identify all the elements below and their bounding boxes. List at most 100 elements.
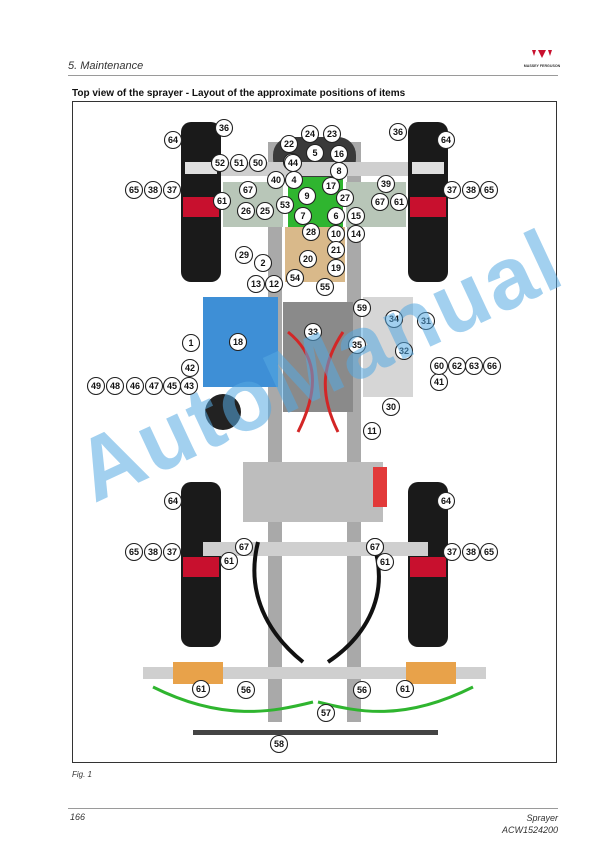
callout-label: 46 <box>130 381 140 391</box>
callout-label: 51 <box>234 158 244 168</box>
callout-label: 65 <box>484 185 494 195</box>
boom-frame <box>143 667 486 679</box>
callout-circle <box>395 679 415 699</box>
callout-label: 64 <box>441 496 451 506</box>
callout-label: 4 <box>291 175 296 185</box>
header-divider <box>68 75 558 76</box>
figure-caption: Fig. 1 <box>72 770 93 779</box>
callout-45: 45 <box>162 376 182 396</box>
callout-circle <box>362 421 382 441</box>
callout-label: 67 <box>243 185 253 195</box>
callout-circle <box>293 206 313 226</box>
callout-37: 37 <box>162 180 182 200</box>
callout-label: 15 <box>351 211 361 221</box>
callout-66: 66 <box>482 356 502 376</box>
callout-65: 65 <box>479 180 499 200</box>
callout-12: 12 <box>264 274 284 294</box>
callout-67: 67 <box>365 537 385 557</box>
callout-circle <box>246 274 266 294</box>
callout-63: 63 <box>464 356 484 376</box>
callout-61: 61 <box>395 679 415 699</box>
callout-17: 17 <box>321 176 341 196</box>
callout-59: 59 <box>352 298 372 318</box>
boom-left-bracket <box>173 662 223 684</box>
callout-label: 61 <box>224 556 234 566</box>
product-name: Sprayer <box>526 813 558 823</box>
callout-label: 17 <box>326 181 336 191</box>
page-number: 166 <box>70 812 86 822</box>
callout-label: 34 <box>389 314 399 324</box>
callout-64: 64 <box>163 130 183 150</box>
callout-label: 57 <box>321 708 331 718</box>
rear-frame <box>243 462 383 522</box>
callout-1: 1 <box>181 333 201 353</box>
callout-circle <box>326 206 346 226</box>
callout-circle <box>352 298 372 318</box>
callout-label: 38 <box>148 185 158 195</box>
callout-58: 58 <box>269 734 289 754</box>
callout-circle <box>442 542 462 562</box>
callout-circle <box>219 551 239 571</box>
callout-label: 8 <box>336 166 341 176</box>
callout-circle <box>143 542 163 562</box>
callout-circle <box>269 734 289 754</box>
red-hoses <box>287 330 345 433</box>
callout-55: 55 <box>315 277 335 297</box>
callout-67: 67 <box>234 537 254 557</box>
sprayer-diagram: 1234567891011121314151617181920212223242… <box>72 101 557 763</box>
page-title: Top view of the sprayer - Layout of the … <box>72 88 406 99</box>
callout-circle <box>365 537 385 557</box>
callout-label: 54 <box>290 273 300 283</box>
callout-layer: 1234567891011121314151617181920212223242… <box>86 118 502 754</box>
callout-64: 64 <box>436 491 456 511</box>
callout-38: 38 <box>461 180 481 200</box>
callout-46: 46 <box>125 376 145 396</box>
callout-61: 61 <box>219 551 239 571</box>
callout-label: 36 <box>393 127 403 137</box>
callout-38: 38 <box>143 180 163 200</box>
callout-53: 53 <box>275 195 295 215</box>
callout-label: 38 <box>466 547 476 557</box>
callout-65: 65 <box>124 180 144 200</box>
callout-30: 30 <box>381 397 401 417</box>
callout-circle <box>464 356 484 376</box>
callout-label: 11 <box>367 426 377 436</box>
callout-label: 28 <box>306 227 316 237</box>
callout-circle <box>236 201 256 221</box>
callout-57: 57 <box>316 703 336 723</box>
callout-circle <box>236 680 256 700</box>
callout-38: 38 <box>461 542 481 562</box>
callout-48: 48 <box>105 376 125 396</box>
callout-label: 67 <box>370 542 380 552</box>
callout-24: 24 <box>300 124 320 144</box>
callout-56: 56 <box>236 680 256 700</box>
rear-right-light <box>410 557 446 577</box>
callout-label: 61 <box>196 684 206 694</box>
callout-circle <box>335 188 355 208</box>
callout-50: 50 <box>248 153 268 173</box>
callout-label: 37 <box>447 185 457 195</box>
callout-circle <box>394 341 414 361</box>
callout-circle <box>124 542 144 562</box>
callout-circle <box>315 277 335 297</box>
callout-circle <box>376 174 396 194</box>
callout-label: 64 <box>168 496 178 506</box>
front-right-light <box>410 197 446 217</box>
callout-circle <box>479 180 499 200</box>
callout-label: 67 <box>375 197 385 207</box>
callout-label: 52 <box>215 158 225 168</box>
callout-label: 63 <box>469 361 479 371</box>
callout-40: 40 <box>266 170 286 190</box>
callout-38: 38 <box>143 542 163 562</box>
callout-56: 56 <box>352 680 372 700</box>
callout-52: 52 <box>210 153 230 173</box>
callout-6: 6 <box>326 206 346 226</box>
callout-circle <box>326 240 346 260</box>
callout-label: 22 <box>284 139 294 149</box>
callout-25: 25 <box>255 201 275 221</box>
callout-label: 56 <box>241 685 251 695</box>
callout-circle <box>279 134 299 154</box>
callout-label: 41 <box>434 377 444 387</box>
callout-circle <box>125 376 145 396</box>
callout-circle <box>283 153 303 173</box>
